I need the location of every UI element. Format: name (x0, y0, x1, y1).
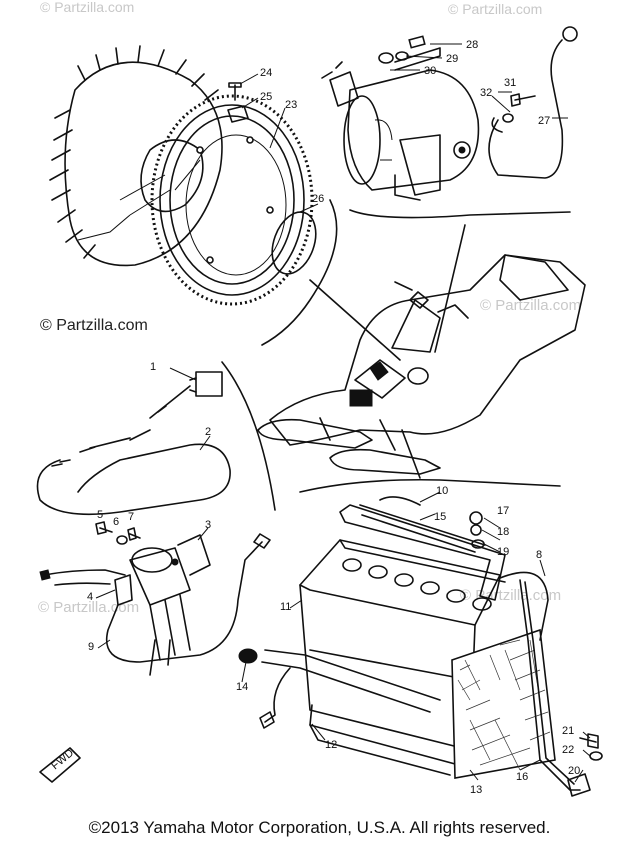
watermark-lower-right: © Partzilla.com (460, 587, 561, 604)
label-27: 27 (538, 115, 550, 127)
label-17: 17 (497, 505, 509, 517)
snowmobile-location-sketch (257, 224, 586, 479)
watermark-top-left: © Partzilla.com (40, 0, 134, 15)
label-3: 3 (205, 519, 211, 531)
label-18: 18 (497, 526, 509, 538)
starter-motor-assembly (321, 26, 578, 219)
label-8: 8 (536, 549, 542, 561)
label-20: 20 (568, 765, 580, 777)
label-32: 32 (480, 87, 492, 99)
label-15: 15 (434, 511, 446, 523)
part-number-labels: 1 2 3 4 5 6 7 8 9 10 11 12 13 14 15 16 1… (87, 39, 580, 796)
label-5: 5 (97, 509, 103, 521)
copyright-footer: ©2013 Yamaha Motor Corporation, U.S.A. A… (88, 818, 551, 837)
label-9: 9 (88, 641, 94, 653)
watermark-top-right: © Partzilla.com (448, 1, 542, 17)
label-25: 25 (260, 91, 272, 103)
watermark-mid-right: © Partzilla.com (480, 297, 581, 314)
label-11: 11 (280, 601, 291, 613)
watermark-main: © Partzilla.com (40, 317, 148, 334)
starter-relay-assembly (36, 371, 271, 676)
label-24: 24 (260, 67, 272, 79)
label-23: 23 (285, 99, 297, 111)
label-21: 21 (562, 725, 574, 737)
label-7: 7 (128, 511, 134, 523)
label-6: 6 (113, 516, 119, 528)
label-26: 26 (312, 193, 324, 205)
watermark-lower-left: © Partzilla.com (38, 599, 139, 616)
label-2: 2 (205, 426, 211, 438)
label-12: 12 (325, 739, 337, 751)
section-divider-bottom (299, 478, 561, 493)
label-16: 16 (516, 771, 528, 783)
flywheel-assembly (49, 45, 317, 306)
label-30: 30 (424, 65, 436, 77)
label-31: 31 (504, 77, 516, 89)
section-divider-left (221, 361, 276, 511)
label-19: 19 (497, 546, 509, 558)
label-13: 13 (470, 784, 482, 796)
label-14: 14 (236, 681, 248, 693)
label-28: 28 (466, 39, 478, 51)
label-4: 4 (87, 591, 93, 603)
battery-assembly: FWD (39, 496, 603, 797)
label-29: 29 (446, 53, 458, 65)
label-1: 1 (150, 361, 156, 373)
section-divider-top (261, 199, 338, 346)
label-10: 10 (436, 485, 448, 497)
label-22: 22 (562, 744, 574, 756)
